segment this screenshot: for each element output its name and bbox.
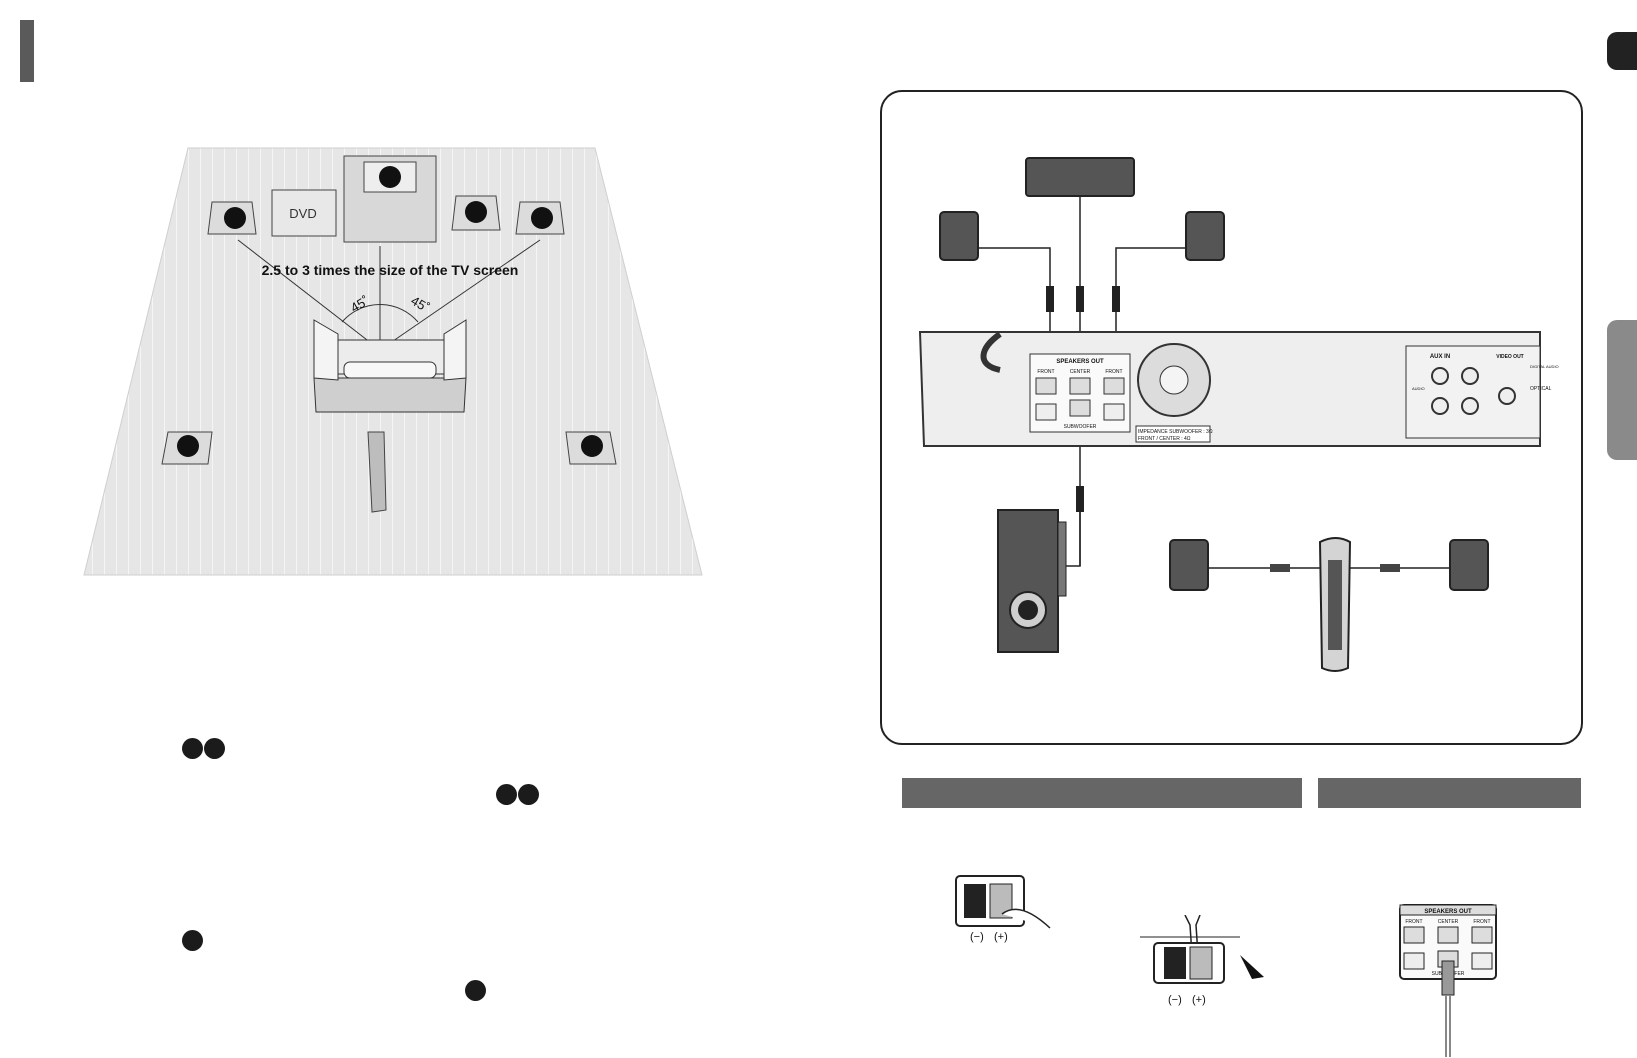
bullet-marker [465,980,486,1001]
center-speaker [451,195,501,231]
plus2-label: (+) [1192,994,1206,1006]
minus-label: (−) [970,931,984,943]
front-right-label: FRONT [1105,369,1122,375]
audio-label: AUDIO [1412,386,1425,391]
section-bar-right [1318,778,1581,808]
subwoofer-unit [997,509,1081,653]
optical-label: OPTICAL [1530,386,1552,392]
speakers-out-closeup: SPEAKERS OUT FRONT CENTER FRONT SUBWOOFE… [1399,904,1497,1057]
connection-diagram-panel [880,90,1583,745]
rear-right-speaker [565,431,617,465]
aux-in-label: AUX IN [1430,354,1450,360]
heading-marker [20,20,34,82]
plus-label: (+) [994,931,1008,943]
front-left-label: FRONT [1037,369,1054,375]
front-right-speaker-box [1185,211,1225,261]
connection-diagram: SPEAKERS OUT FRONT CENTER FRONT SUBWOOFE… [918,157,1559,672]
wireless-receiver [1318,537,1352,672]
terminal-press-figure: (−) (+) [955,875,1051,943]
bullet-marker [496,784,517,805]
rear-left-speaker-box [1169,539,1209,591]
distance-label: 2.5 to 3 times the size of the TV screen [262,262,519,278]
closeup-front-left-label: FRONT [1405,919,1422,925]
impedance-line1: IMPEDANCE SUBWOOFER : 3Ω [1138,429,1213,435]
page-tab [1607,32,1637,70]
rear-left-speaker [161,431,213,465]
minus2-label: (−) [1168,994,1182,1006]
rear-right-speaker-box [1449,539,1489,591]
bullet-marker [518,784,539,805]
receiver-back-panel: SPEAKERS OUT FRONT CENTER FRONT SUBWOOFE… [918,331,1559,447]
dvd-label: DVD [289,206,316,221]
section-tab [1607,320,1637,460]
front-left-speaker-box [939,211,979,261]
center-label: CENTER [1070,369,1091,375]
subwoofer-label: SUBWOOFER [1064,424,1097,430]
center-speaker-box [1025,157,1135,197]
video-out-label: VIDEO OUT [1496,354,1524,360]
bullet-marker [204,738,225,759]
section-bar-left [902,778,1302,808]
tv [343,155,437,243]
closeup-front-right-label: FRONT [1473,919,1490,925]
front-right-speaker [515,201,565,235]
subwoofer [367,431,387,513]
bullet-marker [182,930,203,951]
closeup-speakers-out-label: SPEAKERS OUT [1424,909,1472,915]
speaker-layout-figure: DVD 2.5 to 3 times the size of the TV sc… [83,147,703,576]
terminal-insert-figure: (−) (+) [1140,915,1264,1006]
closeup-center-label: CENTER [1438,919,1459,925]
dvd-unit: DVD [271,189,337,237]
front-left-speaker [207,201,257,235]
impedance-line2: FRONT / CENTER : 4Ω [1138,436,1191,442]
digital-audio-label: DIGITAL AUDIO [1530,364,1559,369]
speakers-out-label: SPEAKERS OUT [1056,359,1104,365]
bullet-marker [182,738,203,759]
sofa [313,319,467,413]
